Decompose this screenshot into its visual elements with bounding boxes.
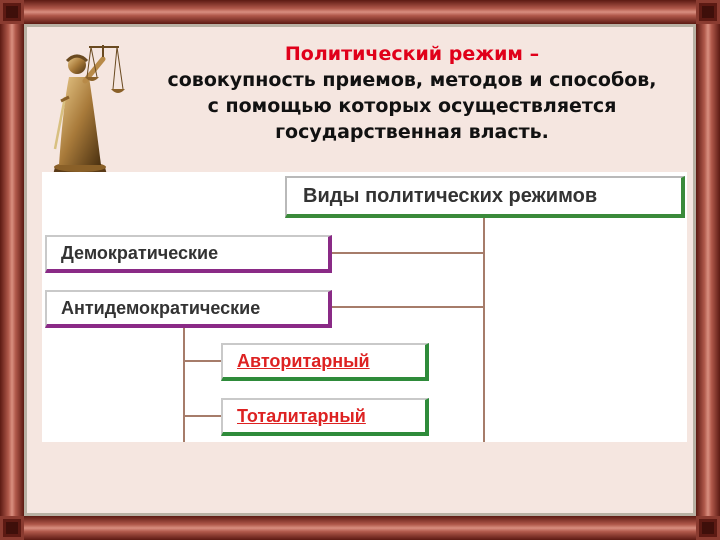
definition-text: Политический режим – совокупность приемо… [122, 41, 702, 145]
subtype-label: Тоталитарный [237, 405, 366, 426]
type-box-antidemocratic: Антидемократические [45, 290, 332, 328]
connector-line [183, 415, 221, 417]
connector-line [332, 252, 484, 254]
subtype-box-totalitarian: Тоталитарный [221, 398, 429, 436]
connector-line [183, 328, 185, 442]
frame-corner [696, 0, 720, 24]
connector-line [183, 360, 221, 362]
definition-line: с помощью которых осуществляется [207, 95, 617, 117]
slide-content: Политический режим – совокупность приемо… [27, 27, 693, 513]
definition-line: совокупность приемов, методов и способов… [167, 69, 657, 91]
frame-corner [696, 516, 720, 540]
frame-bottom [24, 516, 696, 540]
frame-corner [0, 0, 24, 24]
diagram-title-box: Виды политических режимов [285, 176, 685, 218]
frame-right [696, 24, 720, 516]
frame-corner [0, 516, 24, 540]
themis-statue-icon [51, 45, 125, 183]
definition-line: государственная власть. [275, 121, 549, 143]
subtype-label: Авторитарный [237, 350, 370, 371]
regime-types-diagram: Виды политических режимов Демократически… [42, 172, 687, 442]
connector-line [332, 306, 484, 308]
definition-title: Политический режим – [284, 43, 540, 65]
type-box-democratic: Демократические [45, 235, 332, 273]
connector-line [483, 218, 485, 442]
frame-left [0, 24, 24, 516]
subtype-box-authoritarian: Авторитарный [221, 343, 429, 381]
frame-inner-edge [24, 24, 696, 516]
frame-top [24, 0, 696, 24]
